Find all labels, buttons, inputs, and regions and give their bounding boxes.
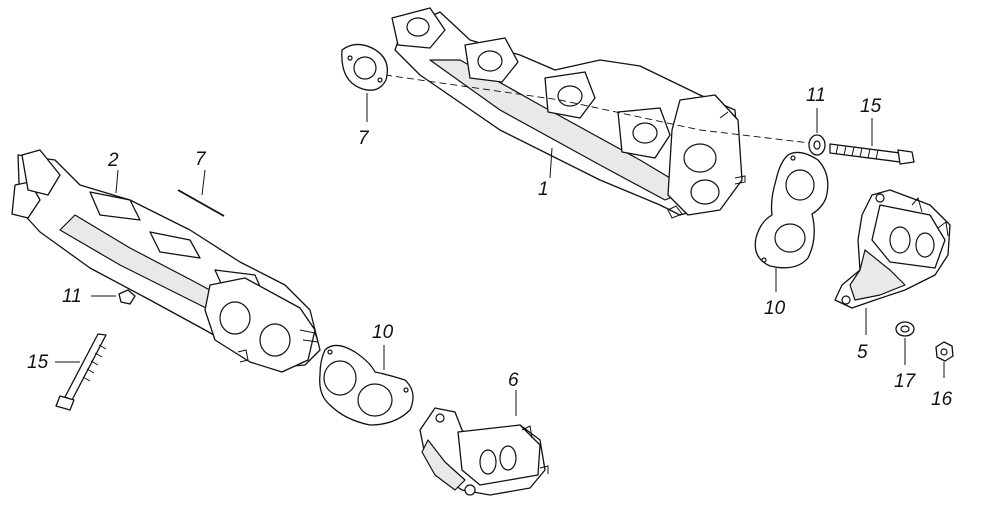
callout-16: 16 xyxy=(931,389,953,410)
callout-5: 5 xyxy=(857,342,868,363)
callout-10-right: 10 xyxy=(764,298,786,319)
exhaust-elbow-right xyxy=(834,189,951,309)
thin-rod xyxy=(177,189,225,217)
exhaust-manifold-right xyxy=(391,7,746,219)
callout-15-right: 15 xyxy=(860,96,882,117)
callout-7-left: 7 xyxy=(195,149,207,170)
exhaust-elbow-left xyxy=(419,407,549,496)
callout-17: 17 xyxy=(894,371,917,392)
washer-left xyxy=(118,289,136,305)
washer-right xyxy=(808,134,826,156)
callout-6: 6 xyxy=(508,370,519,391)
callout-7-upper: 7 xyxy=(358,128,370,149)
callout-1: 1 xyxy=(538,179,549,200)
callout-2: 2 xyxy=(107,150,119,171)
callout-11-left: 11 xyxy=(62,286,82,307)
bolt-left xyxy=(55,333,107,411)
callout-15-left: 15 xyxy=(27,352,49,373)
outlet-gasket-left xyxy=(319,344,414,426)
bolt-right xyxy=(829,143,915,165)
callout-10-left: 10 xyxy=(372,322,394,343)
exhaust-manifold-left xyxy=(11,149,321,373)
lock-washer xyxy=(895,321,915,337)
manifold-port-gasket xyxy=(341,43,389,91)
alignment-line-right xyxy=(384,74,811,144)
callout-11-right: 11 xyxy=(806,85,826,106)
outlet-gasket-right xyxy=(754,151,829,269)
hex-nut xyxy=(935,341,954,362)
